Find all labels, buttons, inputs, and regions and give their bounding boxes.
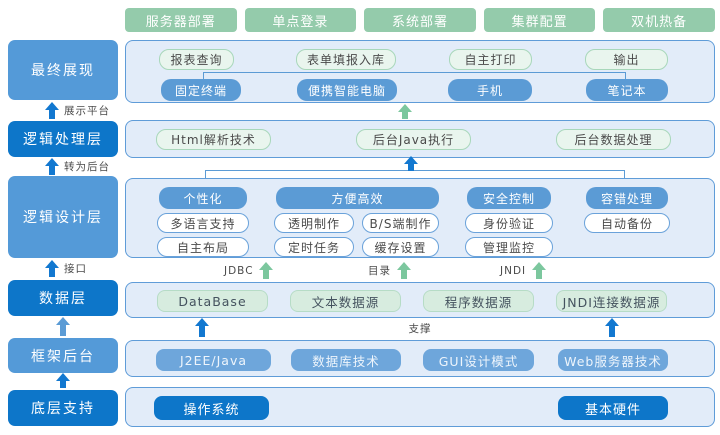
datasource-chip: 文本数据源 [290, 290, 401, 312]
datasource-chip: JNDI连接数据源 [556, 290, 667, 312]
device-connector-line [203, 72, 626, 81]
process-chip: 后台Java执行 [356, 129, 471, 150]
device-chip: 固定终端 [161, 79, 241, 101]
device-chip: 笔记本 [586, 79, 668, 101]
arrow-label: 接口 [64, 263, 87, 275]
datasource-chip: 程序数据源 [423, 290, 534, 312]
design-item-chip: 透明制作 [274, 213, 354, 233]
design-header-chip: 安全控制 [467, 187, 551, 209]
sidebar-arrow-to-backend: 转为后台 [44, 158, 110, 175]
layer-label-design: 逻辑设计层 [8, 176, 118, 258]
panel-framework-layer: J2EE/Java 数据库技术 GUI设计模式 Web服务器技术 [125, 340, 715, 377]
layer-label-process: 逻辑处理层 [8, 121, 118, 157]
up-arrow-icon [531, 262, 546, 279]
tool-chip: 报表查询 [159, 49, 234, 70]
up-arrow-icon [55, 373, 70, 388]
sidebar-arrow-interface: 接口 [44, 260, 87, 277]
design-header-chip: 个性化 [159, 187, 247, 209]
design-item-chip: B/S端制作 [362, 213, 439, 233]
up-arrow-icon [397, 104, 413, 119]
deploy-chip: 服务器部署 [125, 8, 237, 32]
bridge-label: JDBC [224, 264, 254, 277]
tool-chip: 输出 [585, 49, 668, 70]
layer-label-base: 底层支持 [8, 390, 118, 426]
bridge-directory: 目录 [368, 262, 411, 279]
panel-design-layer: 个性化 多语言支持 自主布局 方便高效 透明制作 B/S端制作 定时任务 缓存设… [125, 178, 715, 258]
layer-label-data: 数据层 [8, 280, 118, 316]
device-chip: 便携智能电脑 [297, 79, 397, 101]
tool-chip: 自主打印 [449, 49, 532, 70]
framework-chip: Web服务器技术 [558, 349, 668, 371]
sidebar-arrow-display-platform: 展示平台 [44, 102, 110, 119]
up-arrow-icon [44, 260, 59, 277]
device-chip: 手机 [448, 79, 532, 101]
panel-display-layer: 报表查询 表单填报入库 自主打印 输出 固定终端 便携智能电脑 手机 笔记本 [125, 40, 715, 103]
design-item-chip: 身份验证 [465, 213, 553, 233]
design-item-chip: 定时任务 [274, 237, 354, 257]
panel-base-layer: 操作系统 基本硬件 [125, 387, 715, 427]
up-arrow-icon [604, 318, 620, 337]
framework-chip: 数据库技术 [291, 349, 401, 371]
tool-chip: 表单填报入库 [296, 49, 396, 70]
design-header-chip: 方便高效 [276, 187, 439, 209]
layer-label-framework: 框架后台 [8, 338, 118, 373]
deploy-chip: 系统部署 [364, 8, 476, 32]
up-arrow-icon [194, 318, 210, 337]
up-arrow-icon [396, 262, 411, 279]
arrow-label: 展示平台 [64, 105, 110, 117]
deploy-bar: 服务器部署 单点登录 系统部署 集群配置 双机热备 [125, 8, 715, 32]
bridge-label: JNDI [500, 264, 527, 277]
up-arrow-icon [403, 156, 419, 171]
design-item-chip: 自动备份 [584, 213, 670, 233]
deploy-chip: 双机热备 [603, 8, 715, 32]
base-chip: 操作系统 [154, 396, 269, 420]
bridge-jndi: JNDI [500, 262, 546, 279]
deploy-chip: 单点登录 [244, 8, 357, 32]
design-item-chip: 缓存设置 [362, 237, 439, 257]
support-label: 支撑 [408, 323, 432, 335]
up-arrow-icon [44, 102, 59, 119]
up-arrow-icon [44, 158, 59, 175]
base-chip: 基本硬件 [558, 396, 668, 420]
layer-label-display: 最终展现 [8, 40, 118, 100]
design-item-chip: 自主布局 [157, 237, 249, 257]
panel-data-layer: DataBase 文本数据源 程序数据源 JNDI连接数据源 [125, 282, 715, 318]
process-chip: 后台数据处理 [556, 129, 671, 150]
design-item-chip: 管理监控 [465, 237, 553, 257]
process-chip: Html解析技术 [156, 129, 271, 150]
bridge-label: 目录 [368, 265, 391, 277]
up-arrow-icon [55, 317, 70, 336]
panel-process-layer: Html解析技术 后台Java执行 后台数据处理 [125, 120, 715, 158]
deploy-chip: 集群配置 [483, 8, 596, 32]
framework-chip: J2EE/Java [156, 349, 271, 371]
arrow-label: 转为后台 [64, 161, 110, 173]
design-header-chip: 容错处理 [586, 187, 668, 209]
framework-chip: GUI设计模式 [423, 349, 534, 371]
up-arrow-icon [259, 262, 274, 279]
bridge-jdbc: JDBC [224, 262, 274, 279]
datasource-chip: DataBase [157, 290, 268, 312]
design-item-chip: 多语言支持 [157, 213, 249, 233]
